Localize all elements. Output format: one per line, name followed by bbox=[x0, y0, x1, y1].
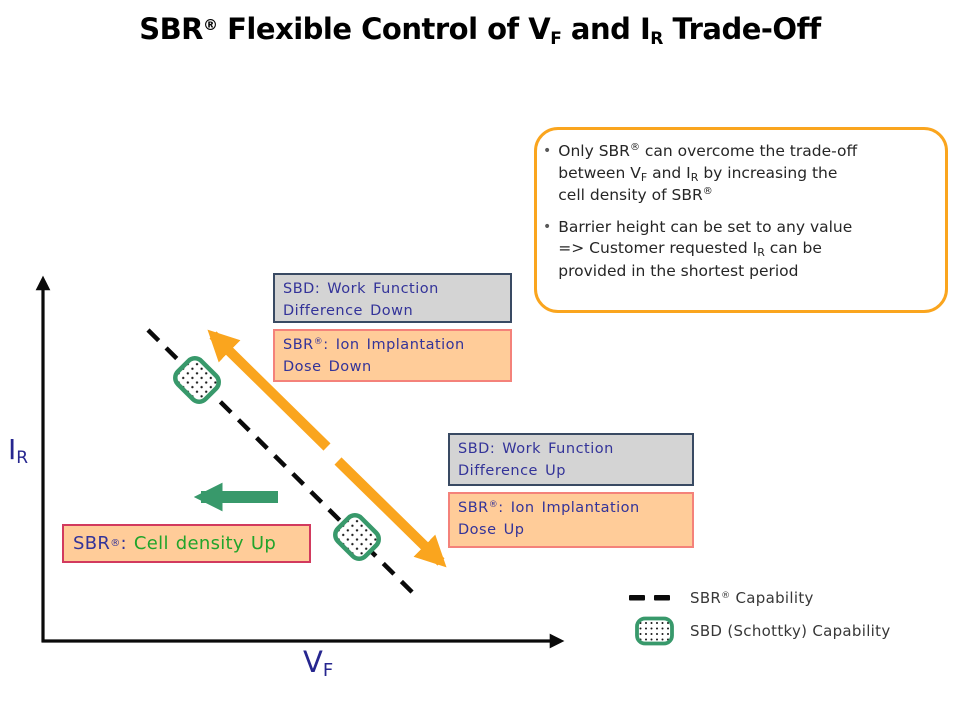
sbd-capability-marker-upper bbox=[173, 356, 221, 404]
box-sbr-cell-density-up: SBR®: Cell density Up bbox=[62, 524, 311, 563]
sbd-marker-icon bbox=[628, 616, 676, 646]
box-sbr-ion-implantation-down: SBR®: Ion Implantation Dose Down bbox=[273, 329, 512, 382]
box-line: Difference Up bbox=[458, 463, 566, 480]
brand-text: SBR bbox=[690, 589, 722, 607]
title-text: Trade-Off bbox=[662, 12, 821, 46]
box-sbd-work-function-down: SBD: Work Function Difference Down bbox=[273, 273, 512, 323]
box-line: SBD: Work Function bbox=[283, 281, 439, 297]
registered-mark: ® bbox=[702, 186, 713, 198]
subscript-r: R bbox=[757, 246, 765, 260]
subscript-r: R bbox=[16, 448, 29, 468]
orange-arrow-down-right bbox=[334, 457, 447, 568]
text-segment: => Customer requested I bbox=[558, 239, 758, 258]
title-text: and I bbox=[561, 12, 651, 46]
registered-mark: ® bbox=[488, 500, 499, 510]
dashed-line-icon bbox=[628, 593, 676, 603]
text-segment: provided in the shortest period bbox=[558, 261, 799, 280]
registered-mark: ® bbox=[203, 16, 218, 34]
registered-mark: ® bbox=[629, 142, 640, 153]
cell-density-green-text: Cell density Up bbox=[126, 532, 277, 554]
orange-arrow-up-left bbox=[207, 329, 331, 451]
slide-title: SBR® Flexible Control of VF and IR Trade… bbox=[0, 12, 960, 49]
box-line: SBD: Work Function bbox=[458, 441, 614, 457]
brand-text: SBR bbox=[283, 337, 314, 353]
text-segment: can overcome the trade-off bbox=[639, 142, 858, 160]
text-segment: cell density of SBR bbox=[558, 186, 703, 205]
text-segment: Capability bbox=[730, 589, 814, 607]
brand-text: SBR bbox=[458, 500, 489, 516]
title-text: Flexible Control of V bbox=[217, 12, 551, 46]
legend-label-sbd: SBD (Schottky) Capability bbox=[690, 622, 891, 640]
subscript-r: R bbox=[690, 170, 699, 184]
text-segment: Barrier height can be set to any value bbox=[558, 217, 853, 236]
text-segment: : Ion Implantation bbox=[323, 337, 465, 353]
text-segment: : Ion Implantation bbox=[498, 500, 640, 516]
registered-mark: ® bbox=[313, 337, 324, 347]
title-brand: SBR bbox=[139, 12, 204, 46]
bullet-2-text: Barrier height can be set to any value =>… bbox=[558, 217, 852, 283]
box-line: Difference Down bbox=[283, 303, 414, 320]
registered-mark: ® bbox=[110, 537, 121, 549]
text-segment: can be bbox=[764, 239, 822, 258]
bullet-icon: • bbox=[543, 218, 552, 235]
subscript-r: R bbox=[650, 29, 663, 49]
x-axis-label: VF bbox=[303, 645, 333, 681]
box-line: SBR®: Ion Implantation bbox=[458, 497, 688, 519]
subscript-f: F bbox=[640, 170, 648, 184]
callout-bullet-2: • Barrier height can be set to any value… bbox=[543, 217, 937, 283]
subscript-f: F bbox=[322, 660, 334, 681]
y-axis-label: IR bbox=[8, 433, 28, 468]
legend-item-sbr-capability: SBR® Capability bbox=[628, 584, 891, 612]
sbd-capability-marker-lower bbox=[333, 513, 381, 561]
legend-item-sbd-capability: SBD (Schottky) Capability bbox=[628, 616, 891, 646]
box-line: Dose Down bbox=[283, 359, 372, 376]
text-segment: by increasing the bbox=[698, 163, 838, 182]
bullet-icon: • bbox=[543, 143, 552, 159]
text-segment: Only SBR bbox=[558, 142, 630, 160]
legend: SBR® Capability SBD (Schottky) Capabilit… bbox=[628, 584, 891, 646]
subscript-f: F bbox=[550, 29, 562, 49]
axis-letter: V bbox=[303, 645, 323, 679]
registered-mark: ® bbox=[721, 591, 731, 601]
box-sbr-ion-implantation-up: SBR®: Ion Implantation Dose Up bbox=[448, 492, 694, 548]
text-segment: and I bbox=[647, 163, 691, 182]
legend-label-sbr: SBR® Capability bbox=[690, 589, 814, 607]
box-line: SBR®: Ion Implantation bbox=[283, 334, 506, 356]
text-segment: between V bbox=[558, 163, 641, 182]
brand-text: SBR bbox=[73, 532, 111, 554]
box-line: Dose Up bbox=[458, 522, 525, 539]
axis-letter: I bbox=[8, 433, 17, 466]
box-sbd-work-function-up: SBD: Work Function Difference Up bbox=[448, 433, 694, 486]
text-segment: : bbox=[120, 532, 127, 554]
